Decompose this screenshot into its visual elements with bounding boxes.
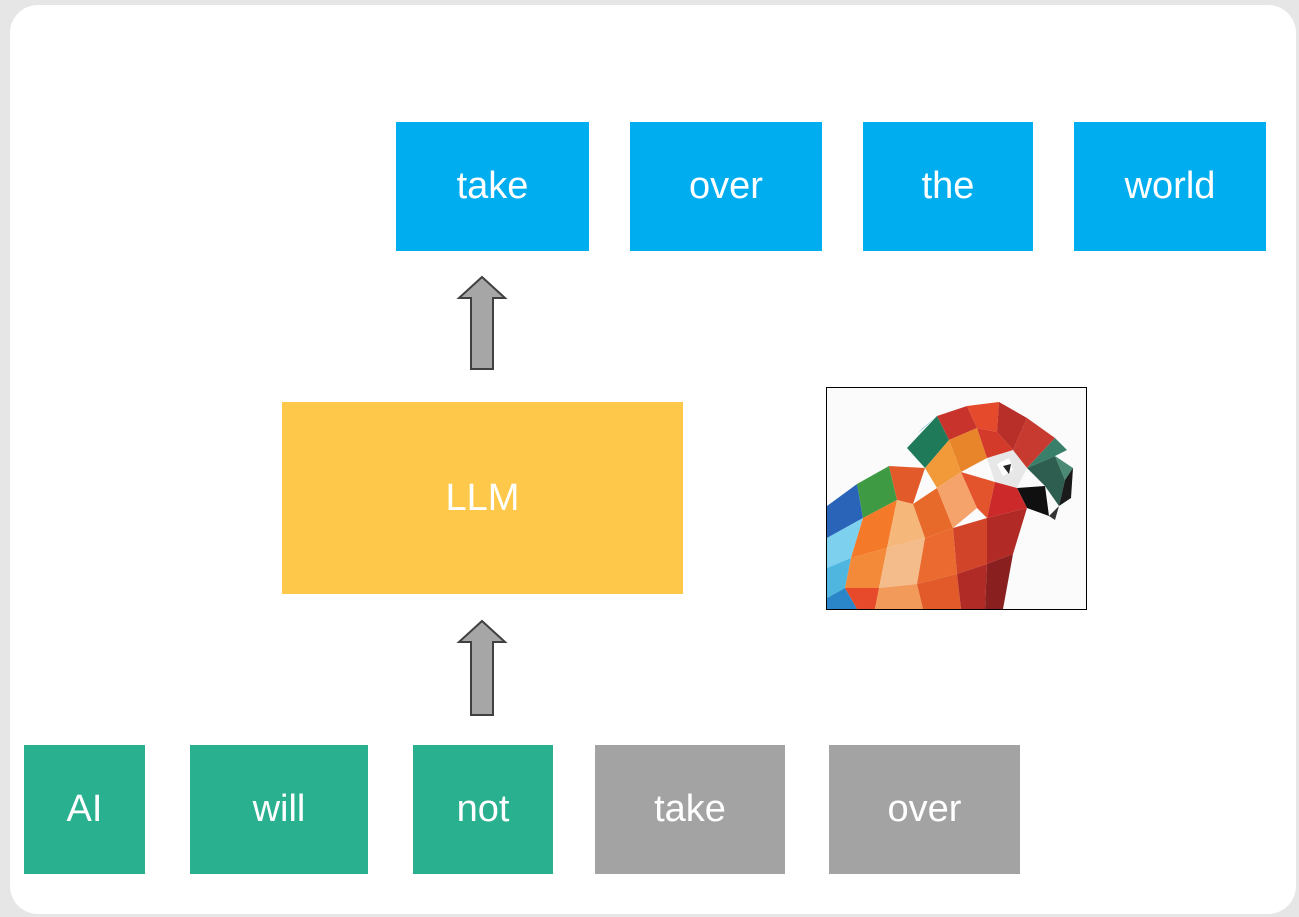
llm-block: LLM: [282, 402, 683, 594]
output-token: the: [863, 122, 1033, 251]
up-arrow-icon: [456, 619, 508, 716]
parrot-image: [826, 387, 1087, 610]
generated-token: take: [595, 745, 785, 874]
input-token: will: [190, 745, 368, 874]
output-token: world: [1074, 122, 1266, 251]
input-token: not: [413, 745, 553, 874]
output-token: over: [630, 122, 822, 251]
output-token: take: [396, 122, 589, 251]
input-token: AI: [24, 745, 145, 874]
up-arrow-icon: [456, 275, 508, 370]
generated-token: over: [829, 745, 1020, 874]
parrot-icon: [827, 388, 1086, 609]
